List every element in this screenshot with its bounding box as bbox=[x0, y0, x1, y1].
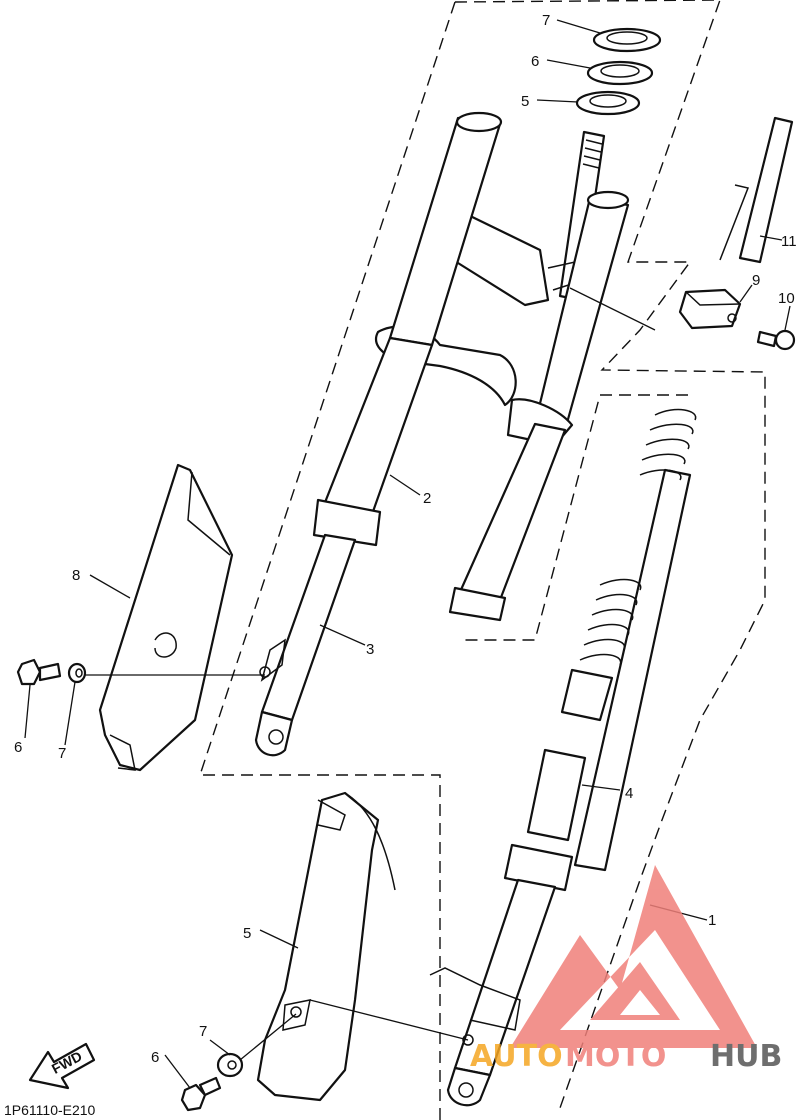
watermark-triangle-outer bbox=[510, 865, 757, 1048]
watermark-triangle-inner bbox=[590, 962, 680, 1020]
bearing-6 bbox=[586, 60, 654, 86]
label-11 bbox=[719, 116, 794, 264]
damper-assembly-4 bbox=[429, 408, 697, 1107]
bracket-9 bbox=[678, 288, 742, 330]
callout-8: 8 bbox=[72, 567, 80, 584]
washer-7-left bbox=[67, 662, 87, 684]
callout-7-bottom: 7 bbox=[199, 1023, 207, 1040]
fork-guard-5 bbox=[256, 791, 396, 1102]
callout-1: 1 bbox=[708, 912, 716, 929]
callout-2: 2 bbox=[423, 490, 431, 507]
callout-9: 9 bbox=[752, 272, 760, 289]
callout-11: 11 bbox=[781, 233, 797, 250]
watermark-text-moto: MOTO bbox=[565, 1039, 666, 1074]
callout-7-left: 7 bbox=[58, 745, 66, 762]
bolt-10 bbox=[756, 329, 796, 351]
callout-10: 10 bbox=[778, 290, 795, 307]
washer-7-bottom bbox=[216, 1052, 244, 1078]
callout-7-top: 7 bbox=[542, 12, 550, 29]
fwd-arrow-icon: FWD bbox=[28, 1042, 96, 1090]
callout-4: 4 bbox=[625, 785, 633, 802]
outer-tube-3 bbox=[254, 498, 382, 757]
watermark-text-hub: HUB bbox=[710, 1039, 782, 1074]
callout-3: 3 bbox=[366, 641, 374, 658]
bearing-race-5 bbox=[575, 90, 641, 116]
leader-lines bbox=[24, 19, 791, 1089]
watermark-logo: AUTO MOTO HUB bbox=[470, 865, 782, 1074]
assembly-boundaries bbox=[199, 0, 766, 1120]
bearing-race-7 bbox=[592, 27, 662, 53]
callout-5-bottom: 5 bbox=[243, 925, 251, 942]
fork-tube-2 bbox=[320, 111, 503, 522]
fork-tube-right bbox=[448, 190, 630, 622]
callout-6-bottom: 6 bbox=[151, 1049, 159, 1066]
diagram-code: 1P61110-E210 bbox=[4, 1102, 96, 1118]
callout-6-top: 6 bbox=[531, 53, 539, 70]
fork-cover-8 bbox=[98, 463, 234, 772]
watermark-text-auto: AUTO bbox=[470, 1039, 563, 1074]
callout-6-left: 6 bbox=[14, 739, 22, 756]
callout-5-top: 5 bbox=[521, 93, 529, 110]
bolt-6-bottom bbox=[180, 1076, 222, 1112]
bolt-6-left bbox=[16, 658, 62, 686]
